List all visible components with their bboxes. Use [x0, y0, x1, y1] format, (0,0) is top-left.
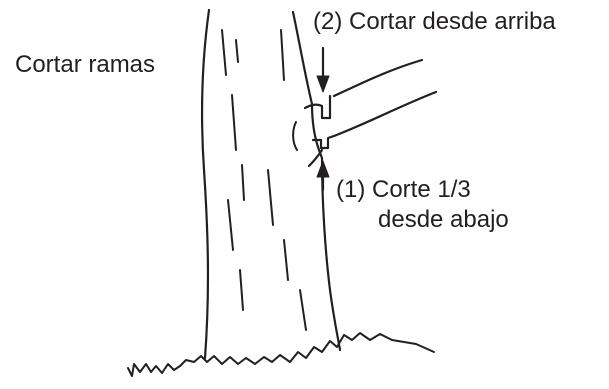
bottom-cut-notch [311, 134, 336, 150]
arrow-up-icon [316, 160, 330, 192]
trunk-right-edge [291, 10, 342, 352]
top-cut-notch [303, 94, 332, 120]
diagram-title: Cortar ramas [15, 51, 156, 78]
step-bottom-cut-label-line1: (1) Corte 1/3 [336, 176, 471, 203]
step-bottom-cut-label-line2: desde abajo [378, 206, 509, 233]
arrow-down-icon [316, 46, 330, 93]
branch-upper-edge [332, 58, 424, 98]
step-top-cut-label: (2) Cortar desde arriba [313, 8, 556, 35]
bottom-cut-line [307, 148, 324, 168]
trunk-left-edge [200, 8, 211, 360]
ground-line [127, 332, 435, 377]
branch-lower-edge [332, 90, 438, 138]
bark-texture [221, 29, 307, 331]
